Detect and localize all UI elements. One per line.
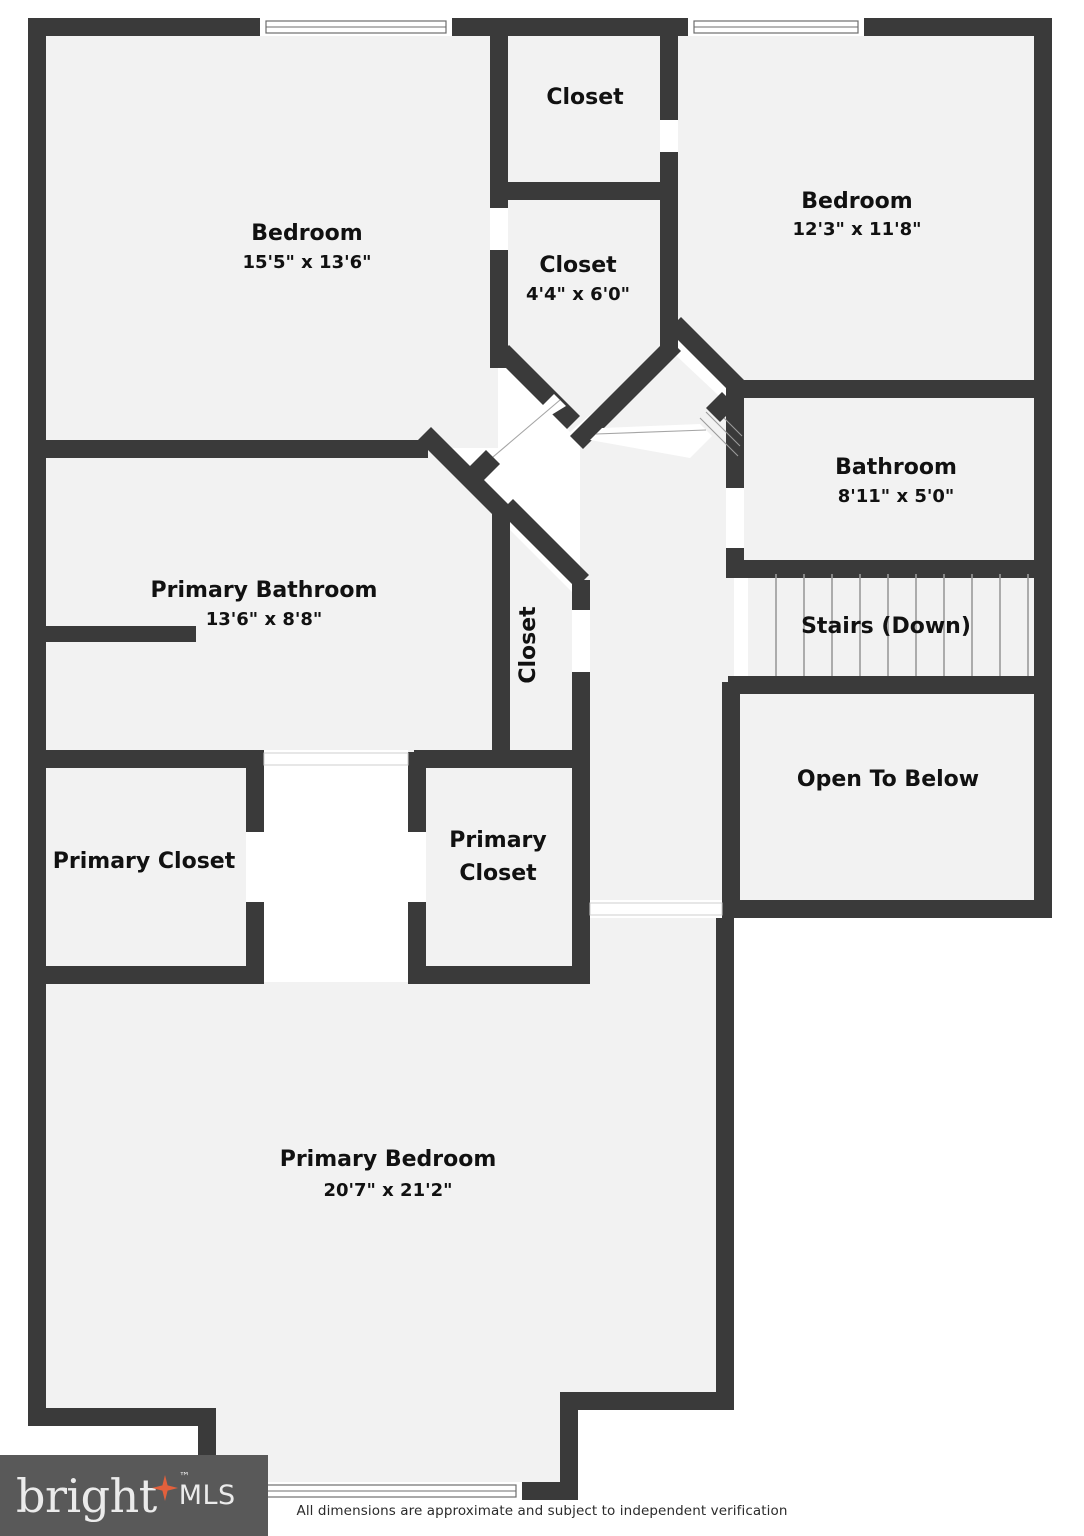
wall-exterior-right-primary-bedroom (716, 914, 734, 1410)
walls (28, 18, 1052, 1500)
wall-hall-closet-left (492, 505, 510, 758)
room-fill-primary-bedroom (28, 914, 734, 1500)
wall-primary-closet-right-left-lower (408, 902, 426, 984)
wall-bedroom1-closet-divider-lower (490, 250, 508, 368)
wall-bedroom1-closet-divider-upper (490, 18, 508, 208)
label-hall-closet-name: Closet (516, 606, 541, 684)
wall-closet-right-lower (660, 152, 678, 348)
star-icon (152, 1474, 178, 1501)
label-primary-bedroom-name: Primary Bedroom (280, 1147, 497, 1172)
wall-closet-top-bottom (498, 182, 668, 200)
label-primary-bathroom-name: Primary Bathroom (151, 578, 378, 603)
room-fill-stairs (748, 572, 1052, 682)
window-primary-bedroom (250, 1482, 522, 1500)
label-bathroom-name: Bathroom (835, 455, 957, 480)
door-diagonal-bedroom-1 (474, 394, 566, 474)
wall-closet-mid-angle-right (570, 338, 681, 449)
stair-treads (775, 574, 1029, 676)
wall-primary-closet-left-right-upper (246, 752, 264, 832)
wall-closet-right-upper (660, 18, 678, 120)
label-closet-top-name: Closet (546, 85, 624, 110)
wall-primary-closets-top-right (414, 750, 590, 768)
wall-primary-closet-right-bottom (414, 966, 590, 984)
window-bedroom-1 (260, 18, 452, 36)
room-fill-hallway (580, 348, 734, 914)
wall-primary-closets-top-left (28, 750, 264, 768)
door-closet-mid (660, 120, 678, 152)
wall-hall-closet-right-lower (572, 672, 590, 758)
door-hall-closet (572, 610, 590, 672)
wall-primary-closet-right-right (572, 752, 590, 984)
wall-exterior-bottom-step-right (578, 1392, 734, 1410)
window-bedroom-2 (688, 18, 864, 36)
openings (246, 18, 864, 1500)
bright-mls-logo: bright ™ MLS (0, 1455, 268, 1536)
wall-diagonal-hall-left (468, 450, 500, 482)
wall-exterior-right-stairs (1034, 568, 1052, 686)
wall-hall-closet-right-upper (572, 580, 590, 610)
room-fill-primary-bathroom (28, 446, 500, 758)
room-fill-closet-top (498, 18, 668, 190)
wall-exterior-left (28, 18, 46, 1426)
wall-exterior-top-right (862, 18, 1052, 36)
disclaimer-text: All dimensions are approximate and subje… (296, 1503, 788, 1519)
logo-mls-text: MLS (178, 1480, 236, 1511)
wall-exterior-right-lower-step (560, 1392, 578, 1500)
wall-exterior-top-mid (450, 18, 688, 36)
room-fill-bedroom-1 (28, 18, 498, 448)
wall-primary-bathroom-top (28, 440, 428, 458)
label-open-to-below-name: Open To Below (797, 767, 979, 792)
label-stairs-name: Stairs (Down) (801, 614, 971, 639)
wall-exterior-bottom-left (28, 1408, 216, 1426)
wall-exterior-top-left (28, 18, 260, 36)
label-bedroom-2-name: Bedroom (801, 189, 912, 214)
wall-primary-bathroom-angle (418, 427, 509, 518)
door-primary-closet-left (246, 832, 264, 902)
room-fill-hall-closet (500, 520, 580, 758)
wall-primary-closet-right-left-upper (408, 752, 426, 832)
room-fill-bathroom (734, 386, 1052, 568)
room-fill-bedroom-2 (668, 18, 1052, 392)
label-primary-closet-left-name: Primary Closet (53, 849, 236, 874)
wall-stairs-bottom (728, 676, 1052, 694)
label-closet-mid-dim: 4'4" x 6'0" (526, 284, 630, 305)
label-bathroom-dim: 8'11" x 5'0" (838, 486, 955, 507)
wall-primary-closet-left-right-lower (246, 902, 264, 984)
room-fills (28, 18, 1052, 1500)
wall-diagonal-hall-right (706, 392, 736, 422)
wall-hall-closet-angle (500, 499, 589, 588)
wall-exterior-right-upper (1034, 18, 1052, 568)
label-primary-closet-right-line1: Primary (449, 828, 546, 853)
wall-bathroom-bottom (734, 560, 1052, 578)
label-closet-mid-name: Closet (539, 253, 617, 278)
room-fill-closet-mid (498, 190, 668, 432)
label-primary-bedroom-dim: 20'7" x 21'2" (323, 1180, 452, 1201)
room-labels: Bedroom 15'5" x 13'6" Closet Closet 4'4"… (53, 85, 979, 1201)
label-bedroom-1-dim: 15'5" x 13'6" (242, 252, 371, 273)
wall-bathroom-top (734, 380, 1052, 398)
logo-word-text: bright (16, 1468, 157, 1523)
door-closet-top (490, 208, 508, 250)
wall-exterior-right-open (1034, 682, 1052, 914)
logo-trademark: ™ (179, 1469, 190, 1483)
walls-overlay (468, 392, 736, 482)
door-diagonal-bedroom-2 (590, 424, 712, 458)
label-bedroom-2-dim: 12'3" x 11'8" (792, 219, 921, 240)
wall-bedroom2-angle (668, 317, 745, 394)
wall-open-to-below-bottom (722, 900, 1052, 918)
label-bedroom-1-name: Bedroom (251, 221, 362, 246)
wall-primary-closet-left-bottom (28, 966, 264, 984)
label-primary-bathroom-dim: 13'6" x 8'8" (206, 609, 323, 630)
room-fill-primary-closet-right (414, 752, 582, 984)
wall-open-to-below-left (722, 682, 740, 914)
logo-wordmark: bright ™ (16, 1471, 190, 1519)
door-primary-closet-right (408, 832, 426, 902)
door-bathroom (726, 488, 744, 548)
room-fill-primary-closet-left (28, 752, 264, 982)
label-primary-closet-right-line2: Closet (459, 861, 537, 886)
room-fill-open-to-below (728, 682, 1052, 914)
wall-primary-bathroom-stub (28, 626, 196, 642)
